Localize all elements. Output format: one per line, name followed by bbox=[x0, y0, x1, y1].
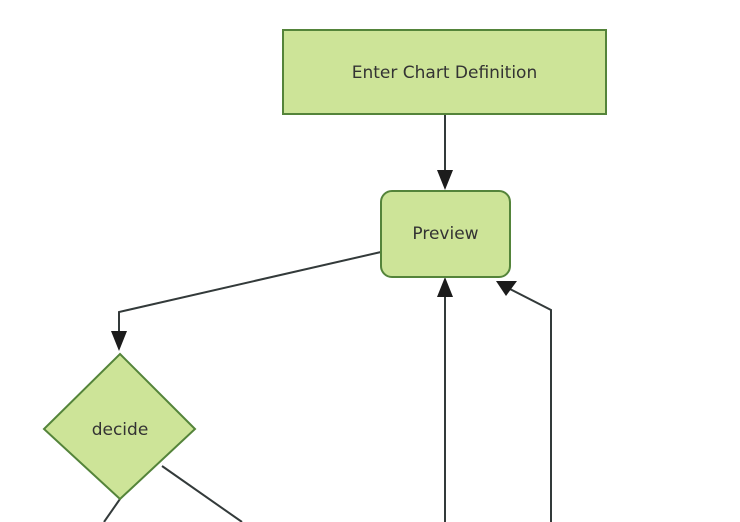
enter-chart-definition-box[interactable] bbox=[282, 29, 607, 115]
decide-diamond[interactable] bbox=[42, 352, 197, 501]
edge-enter-to-preview bbox=[437, 114, 453, 190]
edge-bottom-center-to-preview-arrowhead bbox=[437, 277, 453, 297]
decide-label: decide bbox=[92, 420, 149, 440]
edge-bottom-right-to-preview-line bbox=[507, 287, 552, 522]
edge-decide-bottom-out bbox=[103, 498, 121, 522]
preview-label: Preview bbox=[412, 224, 478, 244]
edge-preview-to-decide-arrowhead bbox=[111, 331, 127, 351]
edge-decide-right-out-line bbox=[161, 465, 243, 522]
edge-bottom-center-to-preview bbox=[437, 277, 453, 522]
preview-box[interactable] bbox=[380, 190, 511, 278]
node-preview[interactable]: Preview bbox=[380, 190, 511, 278]
node-decide[interactable]: decide bbox=[42, 352, 197, 501]
node-enter-chart-definition[interactable]: Enter Chart Definition bbox=[282, 29, 607, 115]
edge-decide-right-out bbox=[161, 465, 243, 522]
edge-decide-bottom-out-line bbox=[103, 498, 121, 522]
edge-bottom-right-to-preview bbox=[496, 281, 552, 522]
enter-chart-definition-label: Enter Chart Definition bbox=[352, 63, 537, 83]
edge-preview-to-decide-line bbox=[118, 251, 382, 337]
edge-bottom-right-to-preview-arrowhead bbox=[496, 281, 517, 296]
edge-preview-to-decide bbox=[111, 251, 382, 351]
edge-enter-to-preview-arrowhead bbox=[437, 170, 453, 190]
